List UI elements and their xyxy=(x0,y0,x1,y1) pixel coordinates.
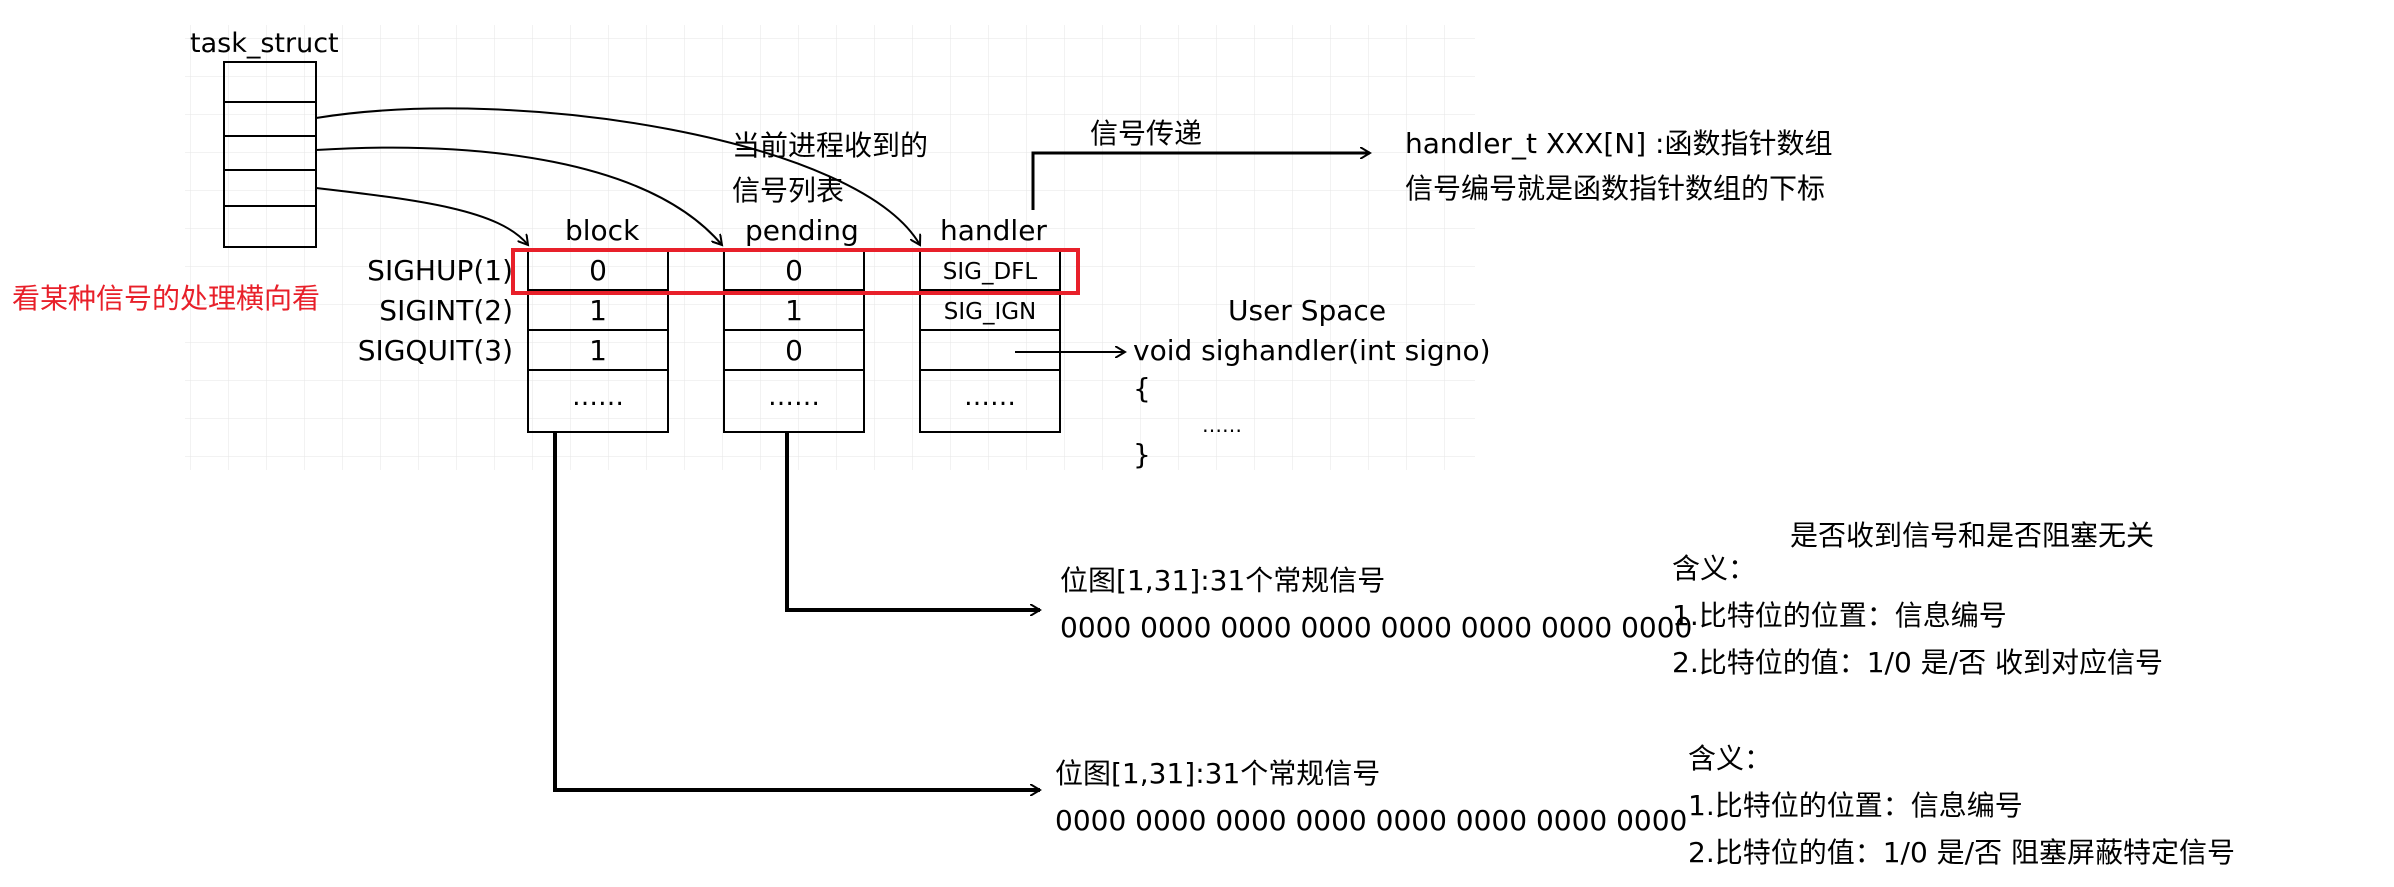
pending-ellipsis: …… xyxy=(768,382,820,412)
block-cell-3: 1 xyxy=(589,334,607,367)
handler-array-line2: 信号编号就是函数指针数组的下标 xyxy=(1405,172,1825,205)
task-struct-box xyxy=(223,61,317,248)
arrow-to-block xyxy=(315,187,528,245)
arrow-to-handler xyxy=(315,107,920,245)
delivery-arrow xyxy=(1031,153,1370,210)
pending-cell-1: 0 xyxy=(785,254,803,287)
handler-array-line1: handler_t XXX[N] :函数指针数组 xyxy=(1405,127,1833,160)
block-meaning-title: 含义： xyxy=(1688,742,1772,775)
pending-bitmap-bits: 0000 0000 0000 0000 0000 0000 0000 0000 xyxy=(1060,611,1692,644)
block-header: block xyxy=(565,214,640,247)
block-cell-2: 1 xyxy=(589,294,607,327)
block-bitmap-bits: 0000 0000 0000 0000 0000 0000 0000 0000 xyxy=(1055,804,1687,837)
signal-label-1: SIGHUP(1) xyxy=(367,254,513,287)
handler-ellipsis: …… xyxy=(964,382,1016,412)
pending-bitmap-arrow xyxy=(785,432,1040,610)
block-bitmap-arrow xyxy=(553,432,1040,790)
pending-bitmap-title: 位图[1,31]:31个常规信号 xyxy=(1060,564,1385,597)
pending-meaning-1: 1.比特位的位置：信息编号 xyxy=(1672,599,2007,632)
handler-cell-1: SIG_DFL xyxy=(943,259,1038,285)
pending-cell-2: 1 xyxy=(785,294,803,327)
horizontal-note: 看某种信号的处理横向看 xyxy=(12,282,320,315)
pending-note-line2: 信号列表 xyxy=(732,174,844,207)
pending-cell-3: 0 xyxy=(785,334,803,367)
user-space-label: User Space xyxy=(1228,294,1386,327)
highlight-sighup-row xyxy=(511,248,1080,295)
block-cell-1: 0 xyxy=(589,254,607,287)
brace-body: …… xyxy=(1202,413,1242,437)
grid-background xyxy=(185,25,1475,470)
handler-header: handler xyxy=(940,214,1047,247)
pending-meaning-2: 2.比特位的值：1/0 是/否 收到对应信号 xyxy=(1672,646,2163,679)
handler-cell-2: SIG_IGN xyxy=(944,299,1037,325)
sighandler-signature: void sighandler(int signo) xyxy=(1133,334,1491,367)
block-meaning-2: 2.比特位的值：1/0 是/否 阻塞屏蔽特定信号 xyxy=(1688,836,2235,869)
task-struct-label: task_struct xyxy=(190,28,339,59)
signal-label-2: SIGINT(2) xyxy=(379,294,513,327)
block-ellipsis: …… xyxy=(572,382,624,412)
delivery-label: 信号传递 xyxy=(1090,117,1202,150)
brace-open: { xyxy=(1133,372,1151,405)
block-bitmap-title: 位图[1,31]:31个常规信号 xyxy=(1055,757,1380,790)
independent-note: 是否收到信号和是否阻塞无关 xyxy=(1790,519,2154,552)
pending-header: pending xyxy=(745,214,859,247)
block-meaning-1: 1.比特位的位置：信息编号 xyxy=(1688,789,2023,822)
pending-note-line1: 当前进程收到的 xyxy=(732,129,928,162)
arrow-to-pending xyxy=(315,146,722,245)
brace-close: } xyxy=(1133,438,1151,471)
signal-label-3: SIGQUIT(3) xyxy=(358,334,513,367)
pending-meaning-title: 含义： xyxy=(1672,552,1756,585)
